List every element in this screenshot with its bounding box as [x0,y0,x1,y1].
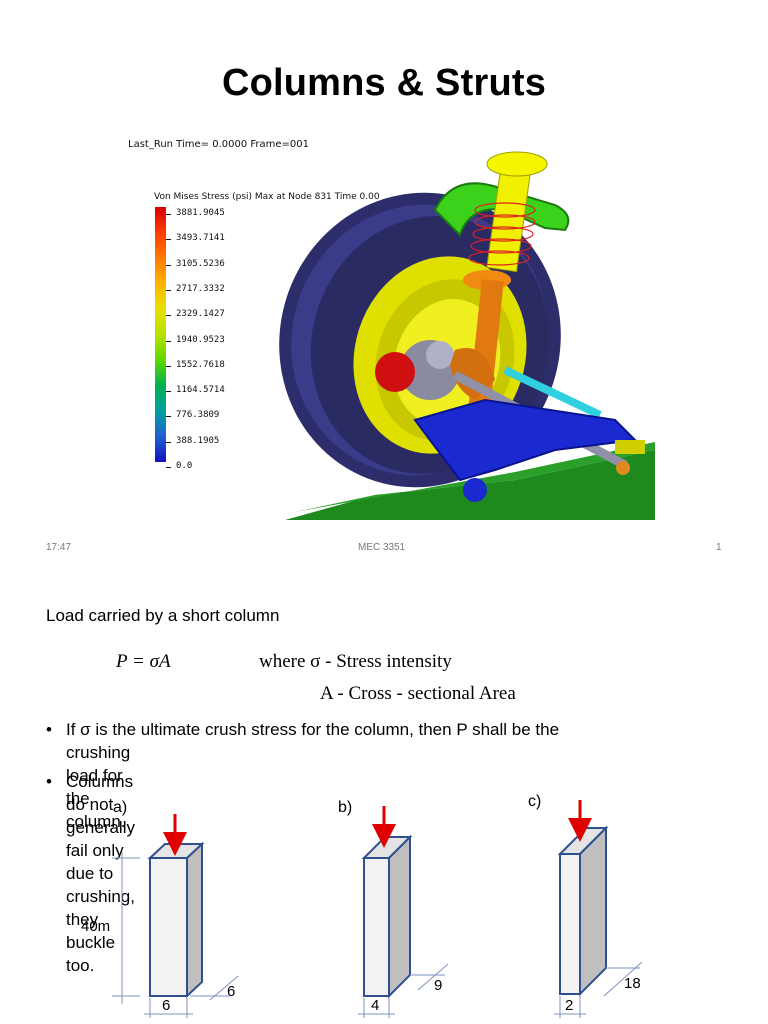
stress-legend-title: Von Mises Stress (psi) Max at Node 831 T… [154,192,380,202]
stress-legend-tick [166,315,171,317]
stress-legend-value: 388.1905 [176,435,220,446]
stress-legend-value: 1164.5714 [176,385,225,396]
formula-where-line: where σ - Stress intensity [259,651,452,672]
height-label: 40m [81,918,110,935]
slide-title: Columns & Struts [221,62,547,104]
footer-page-number: 1 [716,542,722,553]
figure-label-b: b) [338,799,352,816]
bullet-2-text: Columns do not generally fail only due t… [66,772,135,975]
stress-legend-tick [166,365,171,367]
column-c-depth: 18 [624,975,641,992]
stress-legend-value: 2329.1427 [176,309,225,320]
slide-1: Columns & Struts Last_Run Time= 0.0000 F… [46,62,722,553]
formula-equation: P = σA [116,651,171,672]
stress-legend-tick [166,416,171,418]
lead-text: Load carried by a short column [46,606,280,625]
column-a: 40m 6 6 [81,814,239,1018]
stress-legend-value: 1552.7618 [176,359,225,370]
bullet-dot: • [46,772,52,791]
stress-legend-tick [166,391,171,393]
column-b-depth: 9 [434,977,442,994]
simulation-header: Last_Run Time= 0.0000 Frame=001 [128,139,310,150]
stress-legend-value: 3493.7141 [176,233,225,244]
stress-legend-tick [166,467,171,468]
stress-legend-value: 0.0 [176,461,193,471]
figure-label-a: a) [113,799,127,816]
column-a-width: 6 [162,997,170,1014]
stress-color-scale [155,207,166,462]
stress-legend-tick [166,264,171,266]
column-figures: a) b) c) 40m 6 6 [81,793,643,1018]
stress-legend-tick [166,239,171,241]
footer-course: MEC 3351 [358,542,406,553]
formula-area-line: A - Cross - sectional Area [320,683,516,704]
stress-legend-tick [166,441,171,443]
column-c: 2 18 [554,800,643,1018]
column-b: 4 9 [358,806,449,1018]
stress-legend-value: 3105.5236 [176,258,225,269]
stress-legend-value: 3881.9045 [176,208,225,218]
stress-legend-tick [166,289,171,291]
stress-legend-value: 776.3809 [176,410,220,421]
stress-legend-value: 1940.9523 [176,334,225,345]
footer-time: 17:47 [46,542,72,553]
column-c-width: 2 [565,997,573,1014]
column-a-depth: 6 [227,983,235,1000]
stress-legend-value: 2717.3332 [176,283,225,294]
figure-label-c: c) [528,793,541,810]
bullet-dot: • [46,720,52,739]
bullet-1-line-1: If σ is the ultimate crush stress for th… [66,720,560,739]
column-b-width: 4 [371,997,379,1014]
slide-2: Load carried by a short column P = σA wh… [0,574,768,1024]
suspension-fea-illustration [279,151,655,520]
slide-divider [0,570,768,574]
stress-legend-tick [166,214,171,215]
bullet-1-line-2: crushing load for the column. [66,743,131,831]
stress-legend-tick [166,340,171,342]
